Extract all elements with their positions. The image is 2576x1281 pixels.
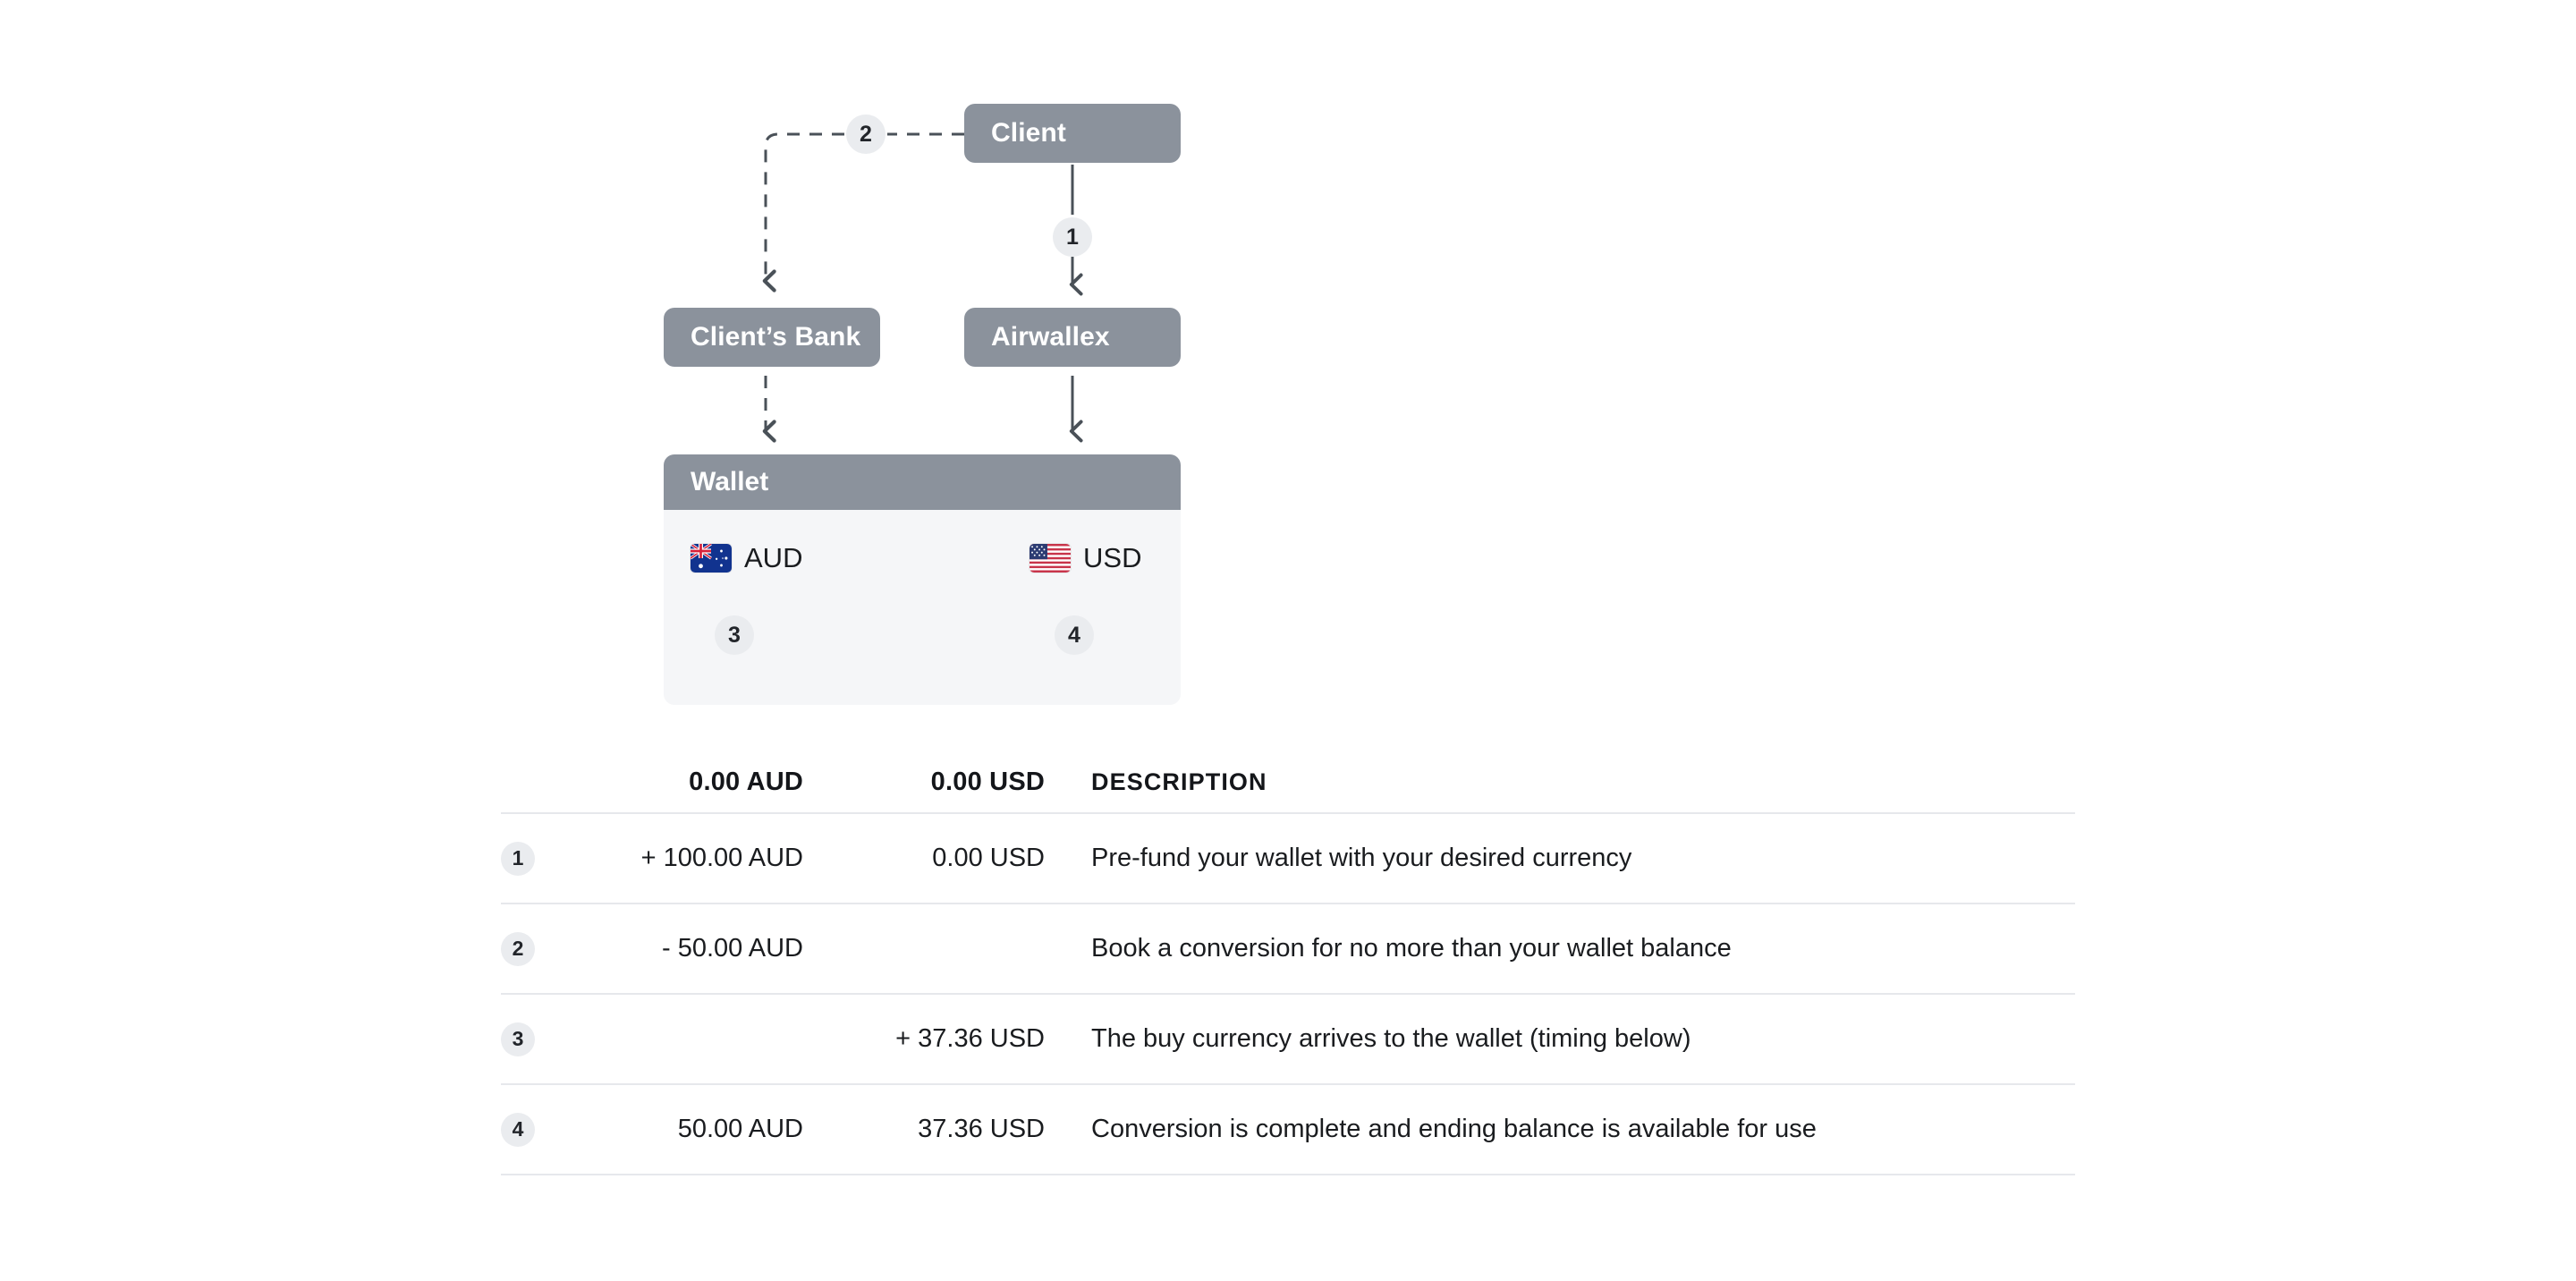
header-aud-balance: 0.00 AUD	[689, 767, 803, 796]
node-airwallex-label: Airwallex	[991, 322, 1110, 352]
step-badge-2: 2	[846, 115, 886, 154]
node-clients-bank-label: Client’s Bank	[691, 322, 861, 352]
flow-diagram: Client Client’s Bank Airwallex Wallet	[664, 104, 1181, 705]
table-row: 1 + 100.00 AUD 0.00 USD Pre-fund your wa…	[501, 814, 2075, 904]
ledger-table: 0.00 AUD 0.00 USD DESCRIPTION 1 + 100.00…	[501, 751, 2075, 1175]
table-row: 2 - 50.00 AUD Book a conversion for no m…	[501, 904, 2075, 995]
node-client[interactable]: Client	[964, 104, 1181, 163]
row-description: Conversion is complete and ending balanc…	[1091, 1115, 1817, 1143]
row-usd-amount: 37.36 USD	[918, 1115, 1045, 1143]
flag-au-icon	[691, 544, 732, 573]
wallet-currency-to: USD	[1030, 542, 1141, 574]
row-aud-amount: + 100.00 AUD	[640, 844, 803, 872]
row-step-badge: 1	[501, 841, 535, 876]
node-clients-bank[interactable]: Client’s Bank	[664, 308, 880, 367]
row-index: 3	[501, 1022, 581, 1056]
row-aud-amount: 50.00 AUD	[677, 1115, 803, 1143]
flag-us-icon	[1030, 544, 1071, 573]
row-step-badge: 3	[501, 1022, 535, 1056]
step-badge-4: 4	[1055, 615, 1094, 655]
node-airwallex[interactable]: Airwallex	[964, 308, 1181, 367]
row-usd-amount: 0.00 USD	[932, 844, 1045, 872]
wallet-currency-to-label: USD	[1083, 542, 1142, 573]
row-description: The buy currency arrives to the wallet (…	[1091, 1024, 1691, 1053]
step-badge-3: 3	[715, 615, 754, 655]
wallet-currency-from: AUD	[691, 542, 802, 574]
header-description: DESCRIPTION	[1091, 768, 1267, 795]
table-row: 4 50.00 AUD 37.36 USD Conversion is comp…	[501, 1085, 2075, 1175]
row-step-badge: 2	[501, 931, 535, 966]
row-description: Book a conversion for no more than your …	[1091, 934, 1732, 963]
header-usd-balance: 0.00 USD	[930, 767, 1045, 796]
row-aud-amount: - 50.00 AUD	[662, 934, 803, 963]
row-step-badge: 4	[501, 1112, 535, 1147]
wallet-header: Wallet	[664, 454, 1181, 510]
table-header-row: 0.00 AUD 0.00 USD DESCRIPTION	[501, 751, 2075, 814]
wallet-currency-from-label: AUD	[744, 542, 803, 573]
row-description: Pre-fund your wallet with your desired c…	[1091, 844, 1632, 872]
row-usd-amount: + 37.36 USD	[895, 1024, 1045, 1053]
row-index: 1	[501, 841, 581, 876]
row-index: 4	[501, 1112, 581, 1147]
wallet-title: Wallet	[691, 467, 769, 496]
node-client-label: Client	[991, 118, 1066, 148]
wallet-panel: Wallet	[664, 454, 1181, 705]
flow-connectors	[737, 132, 1083, 650]
row-index: 2	[501, 931, 581, 966]
table-row: 3 + 37.36 USD The buy currency arrives t…	[501, 995, 2075, 1085]
step-badge-1: 1	[1053, 217, 1092, 257]
